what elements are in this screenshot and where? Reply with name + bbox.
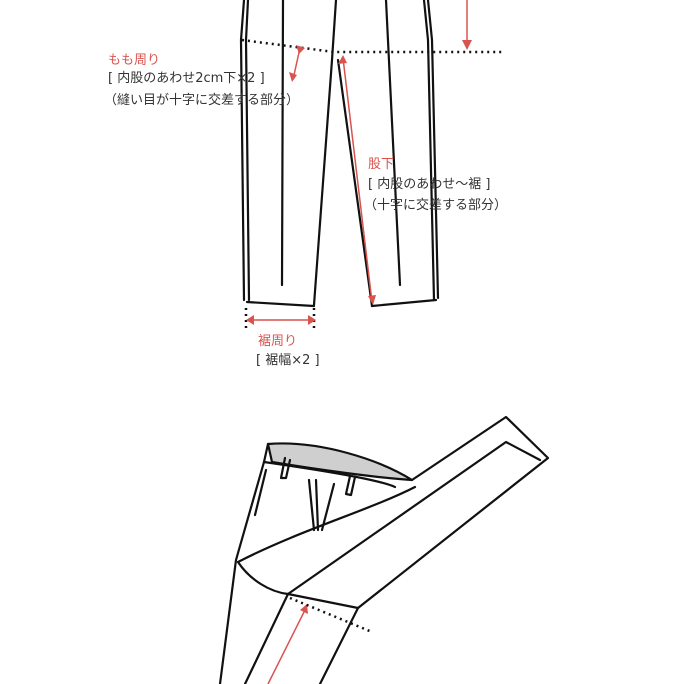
- inseam-detail: [ 内股のあわせ〜裾 ]: [368, 177, 491, 192]
- hem-title: 裾周り: [258, 334, 298, 349]
- bottom-dotted-guide: [289, 596, 373, 634]
- trousers-front-view: [239, 0, 440, 308]
- thigh-title: もも周り: [108, 53, 161, 68]
- hem-detail: [ 裾幅×2 ]: [256, 353, 320, 368]
- inseam-title: 股下: [368, 157, 395, 172]
- inseam-note: （十字に交差する部分）: [364, 198, 508, 213]
- thigh-detail: [ 内股のあわせ2cm下×2 ]: [108, 71, 265, 86]
- arrowheads: [246, 40, 472, 614]
- trousers-folded-view: [218, 415, 550, 684]
- measurement-arrows: [252, 0, 468, 684]
- thigh-note: （縫い目が十字に交差する部分）: [104, 93, 300, 108]
